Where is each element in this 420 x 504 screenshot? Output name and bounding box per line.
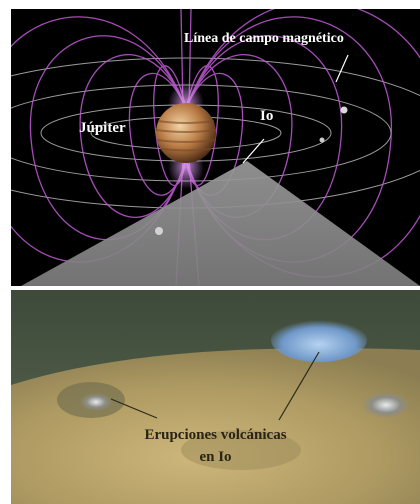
jupiter-planet [155, 103, 217, 163]
volcanic-vent [362, 392, 410, 418]
volcanic-plume [271, 318, 367, 362]
panel-divider [11, 286, 420, 290]
magnetosphere-svg [11, 9, 420, 286]
field-line-pointer [335, 54, 349, 83]
eruption-pointer-right [278, 351, 320, 421]
eruption-pointer-left [110, 398, 158, 419]
volcanic-eruptions-label: Erupciones volcánicas en Io [11, 424, 420, 468]
moon-dot [155, 227, 163, 235]
volcanic-vent [80, 393, 112, 411]
io-surface-svg [11, 290, 420, 504]
moon-dot [319, 137, 325, 143]
eruptions-label-line2: en Io [199, 449, 232, 465]
surface-feature [181, 430, 301, 470]
orbital-plane-wedge [21, 161, 420, 286]
io-pointer [242, 138, 265, 164]
moon-dot [340, 106, 348, 114]
io-surface-photo [11, 290, 420, 504]
magnetosphere-illustration [11, 9, 420, 286]
jupiter-label: Júpiter [79, 120, 126, 136]
magnetic-field-line-label: Línea de campo magnético [184, 31, 344, 46]
io-label: Io [260, 108, 274, 124]
eruptions-label-line1: Erupciones volcánicas [144, 427, 287, 443]
